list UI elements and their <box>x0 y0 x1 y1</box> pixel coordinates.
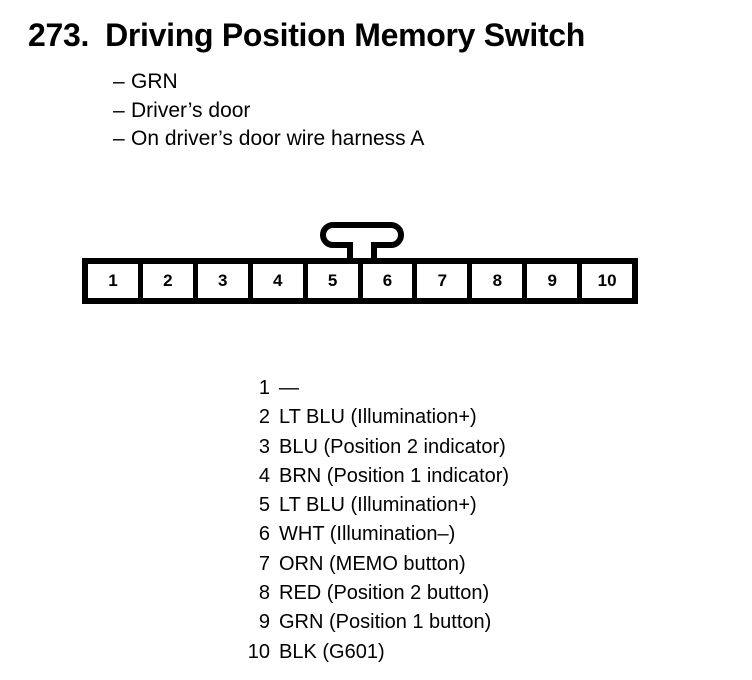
legend-row: 4 BRN (Position 1 indicator) <box>240 462 509 491</box>
connector-pin: 7 <box>417 264 468 298</box>
list-item: – GRN <box>113 68 424 97</box>
connector-pin: 9 <box>527 264 578 298</box>
legend-pin-number: 6 <box>258 523 270 546</box>
connector-pin: 4 <box>252 264 303 298</box>
connector-pin: 8 <box>472 264 523 298</box>
legend-pin-description: LT BLU (Illumination+) <box>279 406 477 429</box>
connector-pin: 5 <box>307 264 358 298</box>
dash-icon: – <box>113 70 125 93</box>
connector-pin: 2 <box>142 264 193 298</box>
legend-pin-description: — <box>279 377 299 399</box>
legend-pin-description: RED (Position 2 button) <box>279 582 490 605</box>
notes-list: – GRN – Driver’s door – On driver’s door… <box>113 68 424 154</box>
legend-row: 6 WHT (Illumination–) <box>240 520 509 549</box>
legend-pin-number: 5 <box>258 494 270 517</box>
connector-body: 1 2 3 4 5 6 7 8 9 10 <box>82 258 638 304</box>
legend-pin-number: 8 <box>258 582 270 605</box>
connector-pin: 10 <box>582 264 633 298</box>
legend-pin-number: 4 <box>258 464 270 487</box>
list-item: – On driver’s door wire harness A <box>113 125 424 154</box>
dash-icon: – <box>113 98 125 122</box>
legend-pin-number: 10 <box>247 640 270 663</box>
legend-row: 1 — <box>240 374 509 403</box>
legend-row: 2 LT BLU (Illumination+) <box>240 403 509 432</box>
legend-pin-description: GRN (Position 1 button) <box>279 611 492 634</box>
legend-pin-description: ORN (MEMO button) <box>279 552 466 575</box>
list-item-label: Driver’s door <box>131 98 251 122</box>
legend-row: 9 GRN (Position 1 button) <box>240 608 509 637</box>
entry-title: Driving Position Memory Switch <box>105 17 586 53</box>
legend-row: 7 ORN (MEMO button) <box>240 550 509 579</box>
legend-row: 3 BLU (Position 2 indicator) <box>240 433 509 462</box>
legend-pin-description: LT BLU (Illumination+) <box>279 494 477 517</box>
pin-legend: 1 — 2 LT BLU (Illumination+) 3 BLU (Posi… <box>240 374 509 667</box>
legend-row: 10 BLK (G601) <box>240 638 509 667</box>
legend-pin-number: 9 <box>258 611 270 634</box>
entry-number: 273. <box>28 17 90 53</box>
legend-pin-description: BRN (Position 1 indicator) <box>279 464 510 487</box>
legend-pin-description: WHT (Illumination–) <box>279 523 456 546</box>
legend-pin-description: BLK (G601) <box>279 640 385 663</box>
legend-pin-number: 7 <box>258 552 270 575</box>
connector-pin: 3 <box>197 264 248 298</box>
connector-diagram: 1 2 3 4 5 6 7 8 9 10 <box>82 222 638 304</box>
list-item: – Driver’s door <box>113 97 424 126</box>
page-title: 273. Driving Position Memory Switch <box>28 17 585 54</box>
list-item-label: On driver’s door wire harness A <box>131 127 425 150</box>
connector-pin: 6 <box>362 264 413 298</box>
legend-pin-description: BLU (Position 2 indicator) <box>279 435 506 458</box>
legend-pin-number: 2 <box>258 406 270 429</box>
list-item-label: GRN <box>131 70 178 93</box>
connector-pin: 1 <box>88 264 138 298</box>
dash-icon: – <box>113 127 125 150</box>
legend-pin-number: 1 <box>258 377 270 399</box>
legend-row: 8 RED (Position 2 button) <box>240 579 509 608</box>
legend-pin-number: 3 <box>258 435 270 458</box>
legend-row: 5 LT BLU (Illumination+) <box>240 491 509 520</box>
